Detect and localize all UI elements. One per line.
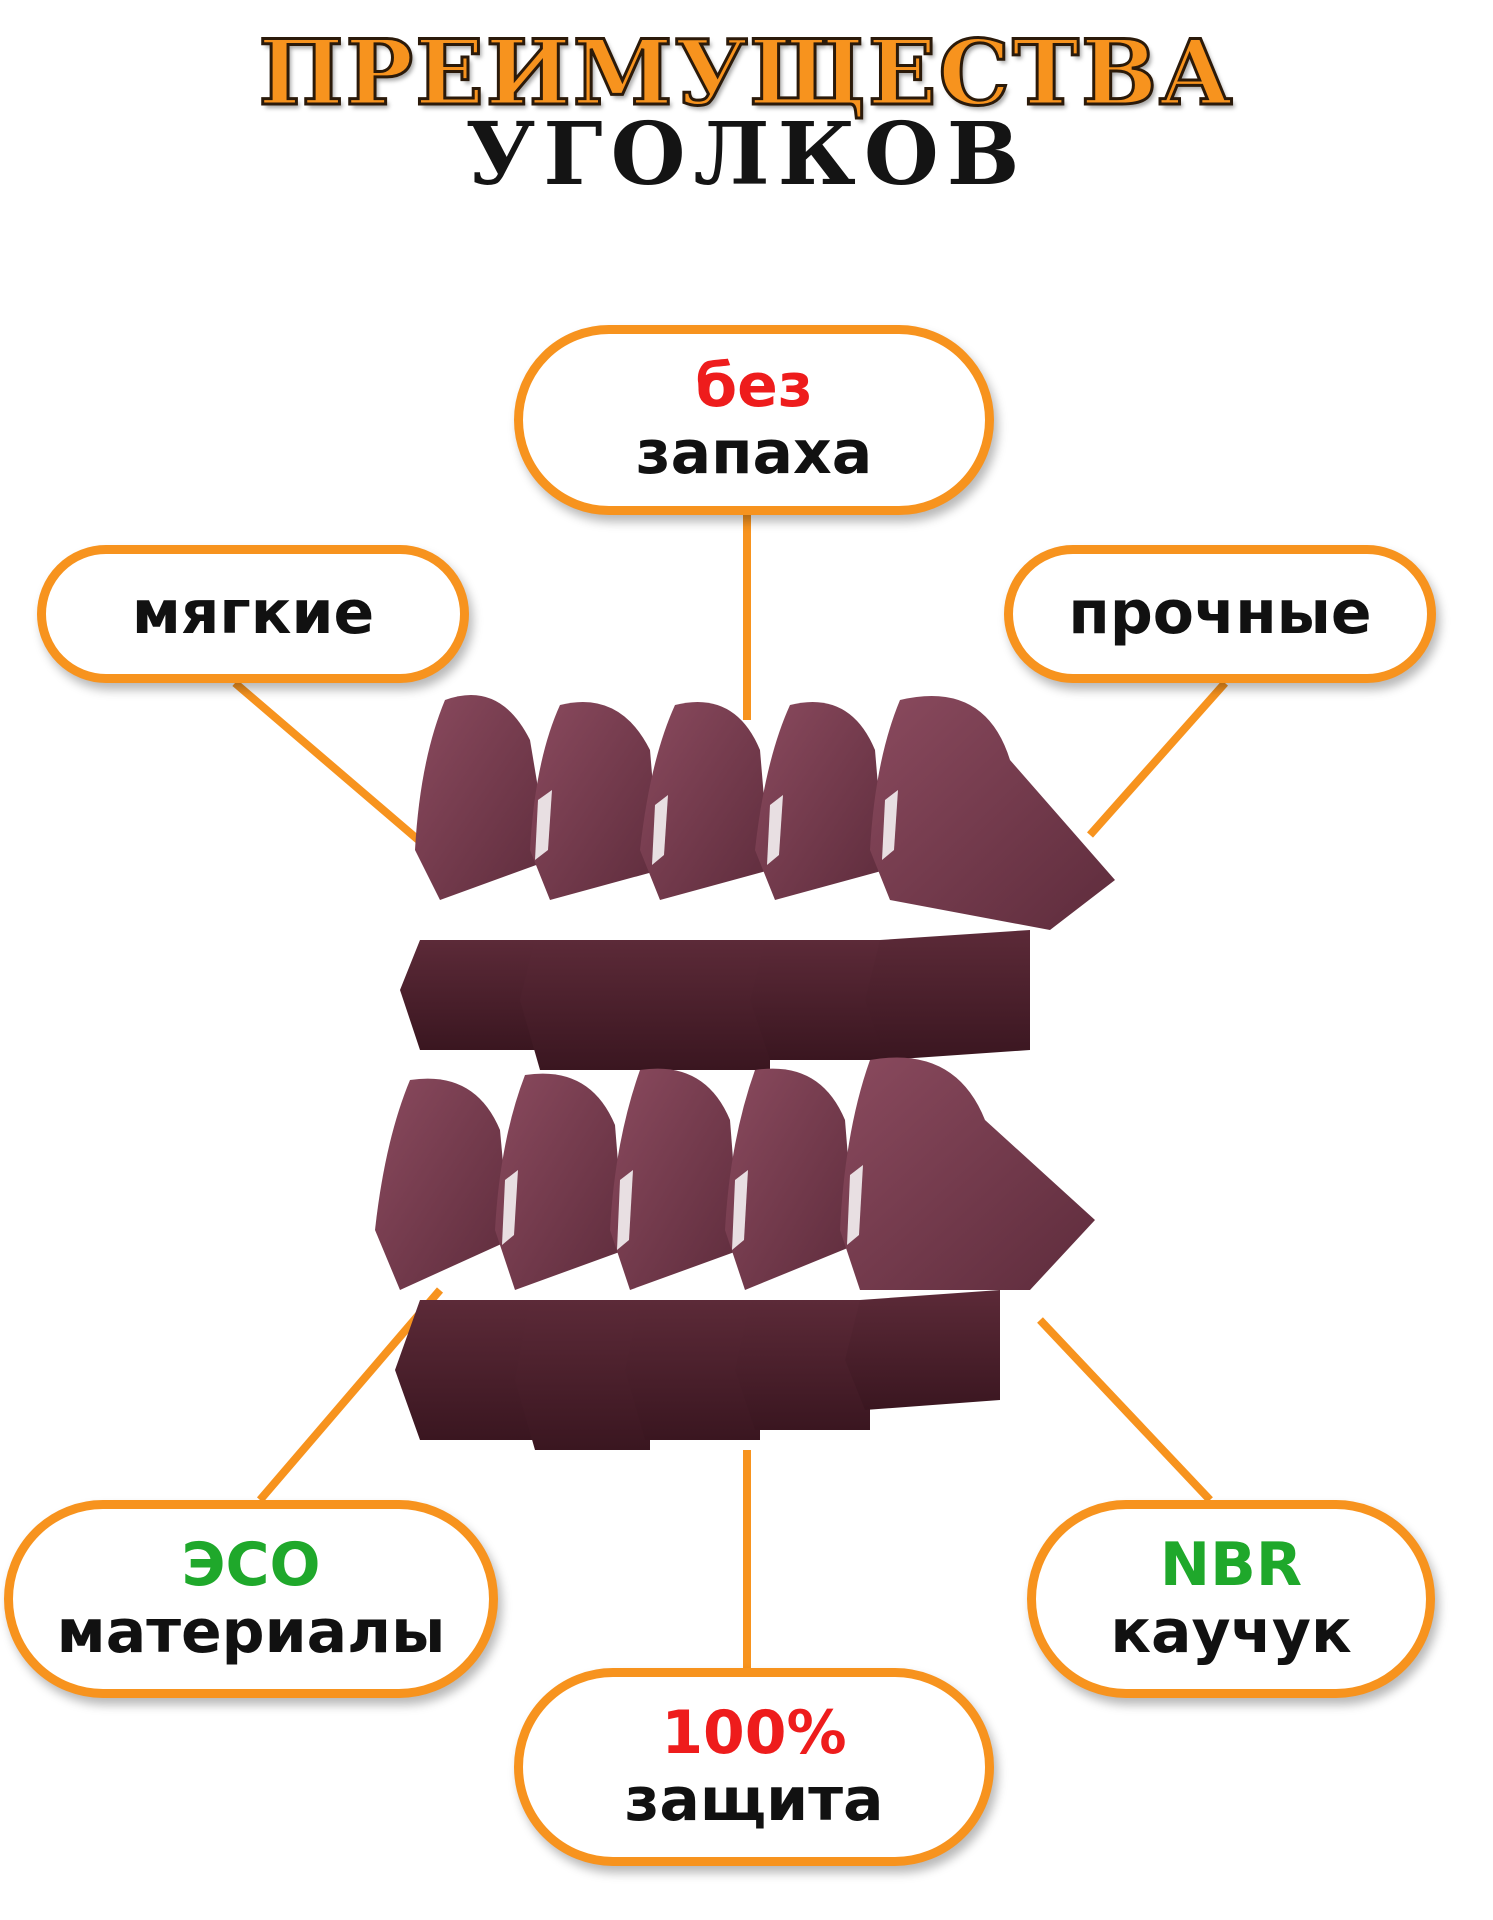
lower-row-caps <box>375 1057 1095 1290</box>
guard-body-l3 <box>625 1300 760 1440</box>
title-line-2: УГОЛКОВ <box>465 104 1028 205</box>
connector-lines <box>232 515 1228 1668</box>
guard-cap-l4 <box>725 1068 855 1290</box>
guard-cap-u2 <box>530 702 660 900</box>
guard-body-u5 <box>865 930 1030 1060</box>
guard-body-l2 <box>515 1300 650 1450</box>
connector-bottom-right <box>1037 1317 1213 1503</box>
feature-highlight: без <box>695 350 813 421</box>
feature-bubble-protection: 100% защита <box>514 1668 994 1866</box>
guard-cap-u3 <box>640 702 770 900</box>
connector-left <box>232 679 433 854</box>
feature-bubble-soft: мягкие <box>37 545 469 683</box>
guard-cap-u5 <box>870 696 1115 930</box>
guard-cap-l5 <box>840 1057 1095 1290</box>
inner-slits <box>502 790 898 1250</box>
guard-cap-l2 <box>495 1073 625 1290</box>
guard-body-u3 <box>635 940 770 1070</box>
guard-body-l5 <box>845 1290 1000 1410</box>
connector-right <box>1087 680 1228 838</box>
guard-body-l4 <box>735 1300 870 1430</box>
guard-body-u2 <box>520 940 655 1070</box>
feature-highlight: ЭСО <box>181 1529 321 1600</box>
title-line-1: ПРЕИМУЩЕСТВА <box>257 20 1235 126</box>
guard-cap-l3 <box>610 1068 740 1290</box>
guard-body-u1 <box>400 940 540 1050</box>
feature-highlight: NBR <box>1159 1529 1303 1600</box>
corner-guards-stack <box>375 695 1115 1450</box>
connector-bottom-left <box>256 1287 444 1503</box>
feature-text: каучук <box>1110 1597 1352 1667</box>
feature-bubble-durable: прочные <box>1004 545 1436 683</box>
feature-text: запаха <box>635 418 873 488</box>
upper-row-bodies <box>400 930 1030 1070</box>
upper-row-caps <box>415 695 1115 930</box>
feature-bubble-nbr: NBR каучук <box>1027 1500 1435 1698</box>
guard-cap-u4 <box>755 702 885 900</box>
guard-cap-u1 <box>415 695 550 900</box>
feature-text: прочные <box>1068 578 1372 649</box>
lower-row-bodies <box>395 1290 1000 1450</box>
feature-bubble-eco: ЭСО материалы <box>4 1500 498 1698</box>
guard-cap-l1 <box>375 1078 510 1290</box>
feature-highlight: 100% <box>661 1697 847 1768</box>
feature-bubble-no-odor: без запаха <box>514 325 994 515</box>
feature-text: мягкие <box>131 578 375 649</box>
feature-text: защита <box>624 1765 884 1835</box>
guard-body-l1 <box>395 1300 540 1440</box>
feature-text: материалы <box>56 1597 446 1667</box>
guard-body-u4 <box>750 940 885 1060</box>
